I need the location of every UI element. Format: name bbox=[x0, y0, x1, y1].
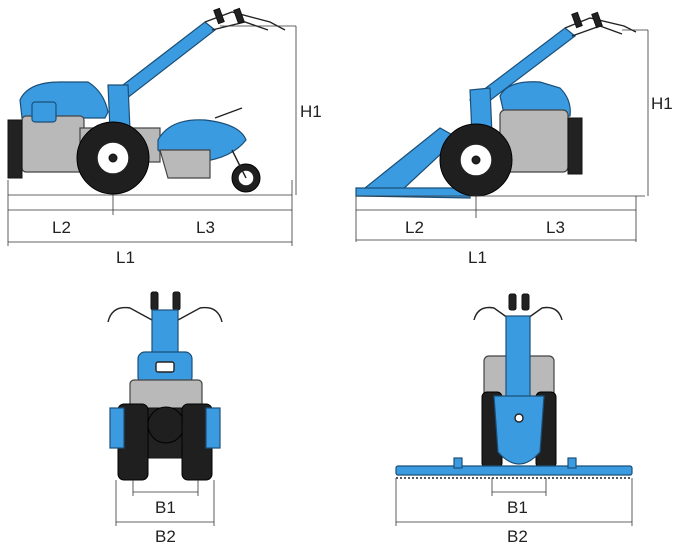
mower-b1-label: B1 bbox=[507, 498, 528, 517]
mower-b2-label: B2 bbox=[507, 527, 528, 546]
mower-front-right-handle bbox=[527, 306, 563, 321]
mower-l2-label: L2 bbox=[405, 218, 424, 237]
mower-h1-label: H1 bbox=[651, 94, 673, 113]
mower-side-view: H1 L2 L3 L1 bbox=[355, 11, 673, 267]
mower-front-nose bbox=[493, 395, 545, 465]
tiller-h1-label: H1 bbox=[300, 102, 322, 121]
mower-rear-guard bbox=[567, 117, 583, 175]
mower-l1-label: L1 bbox=[468, 248, 487, 267]
mower-front-cutter-bar bbox=[395, 465, 633, 476]
tiller-l2-label: L2 bbox=[52, 218, 71, 237]
tiller-l3-label: L3 bbox=[196, 218, 215, 237]
tiller-front-right-handle bbox=[177, 306, 223, 323]
mower-front-view: B1 B2 bbox=[395, 293, 633, 546]
tiller-b1-label: B1 bbox=[155, 498, 176, 517]
mower-front-column bbox=[505, 315, 531, 399]
tiller-l1-label: L1 bbox=[116, 248, 135, 267]
tiller-front-column bbox=[151, 309, 179, 356]
tiller-engine-block bbox=[21, 115, 85, 173]
tiller-side-view: H1 L2 L3 L1 bbox=[7, 7, 322, 267]
tiller-front-left-handle bbox=[107, 306, 153, 323]
tiller-front-guard bbox=[7, 119, 23, 179]
mower-l3-label: L3 bbox=[546, 218, 565, 237]
tiller-front-view: B1 B2 bbox=[107, 291, 223, 546]
tiller-b2-label: B2 bbox=[155, 527, 176, 546]
mower-fuel-tank bbox=[499, 81, 571, 119]
mower-front-left-handle bbox=[473, 306, 509, 321]
mower-cutter-bar bbox=[355, 187, 471, 199]
